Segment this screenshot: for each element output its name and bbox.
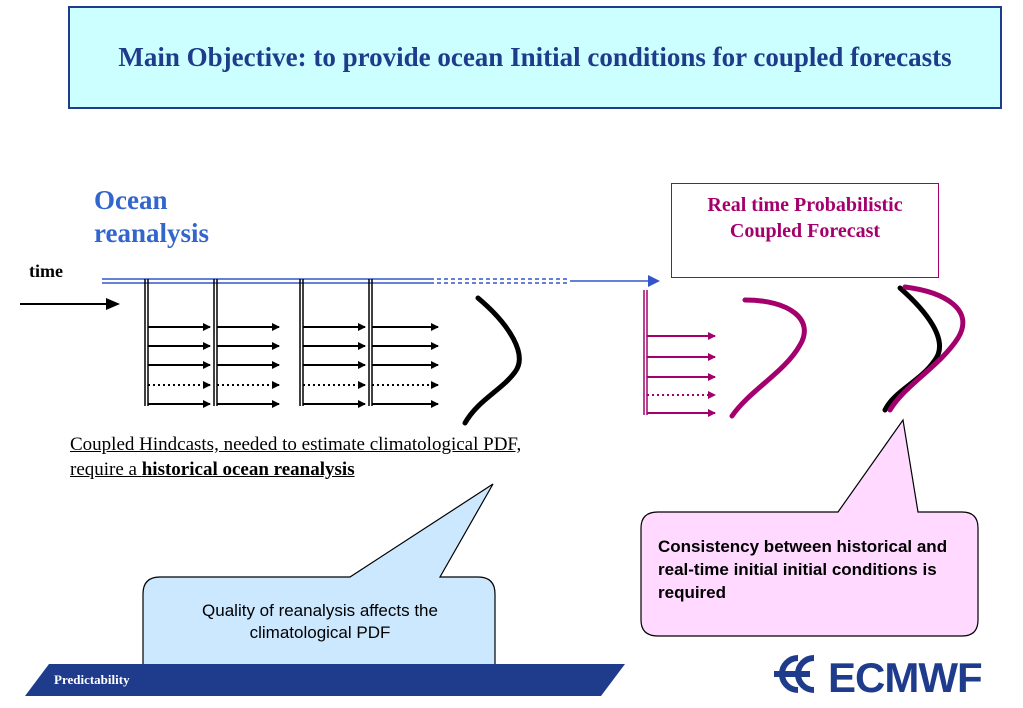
caption-line2: require a (70, 459, 142, 480)
realtime-forecast-label: Real time Probabilistic Coupled Forecast (707, 194, 903, 242)
ocean-reanalysis-label: Ocean reanalysis (94, 185, 210, 248)
footer-text: Predictability (54, 672, 130, 687)
caption-line1: Coupled Hindcasts, needed to estimate cl… (70, 434, 522, 455)
realtime-forecast-box: Real time Probabilistic Coupled Forecast (671, 183, 939, 278)
realtime-pdf-curve-icon (729, 297, 807, 419)
hindcast-group-2 (213, 279, 280, 408)
footer-bar (25, 664, 625, 696)
callout-right-bubble (640, 418, 979, 637)
comparison-black-curve-icon (882, 285, 943, 413)
hindcast-caption: Coupled Hindcasts, needed to estimate cl… (70, 432, 521, 482)
title-box: Main Objective: to provide ocean Initial… (68, 6, 1002, 109)
hindcast-group-1 (144, 279, 211, 408)
reanalysis-timeline (102, 275, 660, 287)
ecmwf-logo-icon: ECMWF (774, 654, 983, 698)
page-title: Main Objective: to provide ocean Initial… (118, 41, 952, 72)
time-label: time (29, 261, 63, 281)
climatological-pdf-curve-icon (462, 295, 522, 426)
logo-text: ECMWF (828, 654, 982, 698)
comparison-magenta-curve-icon (887, 284, 966, 413)
caption-bold: historical ocean reanalysis (141, 459, 355, 480)
realtime-forecast-group (643, 290, 716, 417)
callout-right-text: Consistency between historical and real-… (658, 537, 948, 602)
hindcast-group-4 (368, 279, 439, 408)
callout-left-text: Quality of reanalysis affects the climat… (202, 601, 438, 642)
callout-left-bubble (142, 483, 496, 690)
hindcast-group-3 (299, 279, 366, 408)
